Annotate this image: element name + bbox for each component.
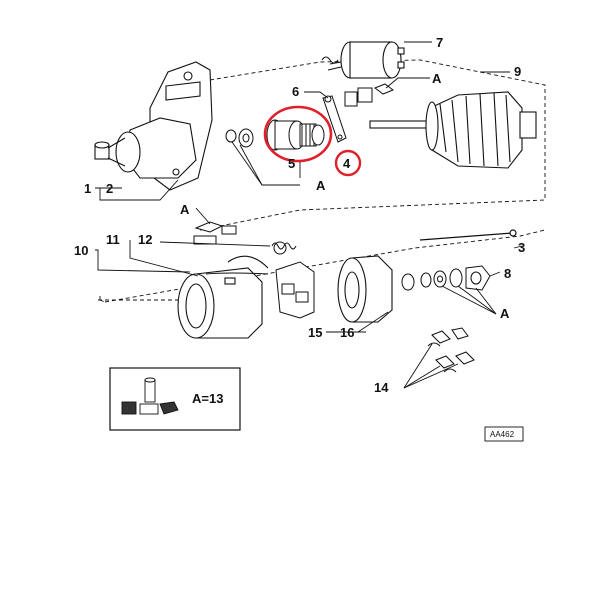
dashed-guide-lines bbox=[98, 59, 546, 303]
callout-8: 8 bbox=[504, 266, 511, 281]
brush-holder bbox=[205, 261, 315, 319]
small-parts-a-top bbox=[344, 83, 395, 107]
diagram-code-box: AA462 bbox=[484, 426, 524, 442]
callout-3: 3 bbox=[518, 240, 525, 255]
callout-5: 5 bbox=[288, 156, 295, 171]
fork-lever bbox=[322, 95, 347, 143]
legend-parts-icon bbox=[121, 377, 179, 415]
end-cover bbox=[337, 255, 393, 323]
callout-a-pinion: A bbox=[316, 178, 326, 193]
drive-end-housing bbox=[94, 61, 213, 191]
legend-box: A=13 bbox=[109, 367, 241, 431]
brush-spring bbox=[271, 241, 297, 255]
callout-16: 16 bbox=[340, 325, 354, 340]
solenoid bbox=[321, 41, 405, 79]
callout-7: 7 bbox=[436, 35, 443, 50]
callout-9: 9 bbox=[514, 64, 521, 79]
callout-4: 4 bbox=[343, 156, 351, 171]
highlight-circle-callout-4 bbox=[334, 149, 362, 177]
diagram-code: AA462 bbox=[490, 430, 515, 439]
pinion-drive-assembly bbox=[266, 119, 325, 151]
callout-11: 11 bbox=[106, 232, 120, 247]
callout-15: 15 bbox=[308, 325, 322, 340]
washers-pinion bbox=[225, 128, 254, 148]
bush-washers-cap bbox=[401, 265, 491, 291]
small-parts-a-brush bbox=[193, 221, 237, 245]
armature bbox=[369, 91, 537, 169]
brush-set bbox=[427, 327, 475, 373]
callout-10: 10 bbox=[74, 243, 88, 258]
legend-text: A=13 bbox=[192, 391, 223, 406]
highlight-circle-pinion bbox=[263, 105, 333, 163]
callout-a-brush: A bbox=[180, 202, 190, 217]
callout-a-washers: A bbox=[500, 306, 510, 321]
field-frame bbox=[177, 255, 269, 339]
callout-6: 6 bbox=[292, 84, 299, 99]
callout-1: 1 bbox=[84, 181, 91, 196]
callout-labels: 1 2 3 5 6 7 8 9 10 11 12 14 15 16 A A A … bbox=[74, 35, 525, 395]
callout-2: 2 bbox=[106, 181, 113, 196]
callout-a-top: A bbox=[432, 71, 442, 86]
callout-12: 12 bbox=[138, 232, 152, 247]
callout-14: 14 bbox=[374, 380, 389, 395]
tie-rod bbox=[419, 229, 517, 241]
leader-lines bbox=[95, 41, 523, 389]
